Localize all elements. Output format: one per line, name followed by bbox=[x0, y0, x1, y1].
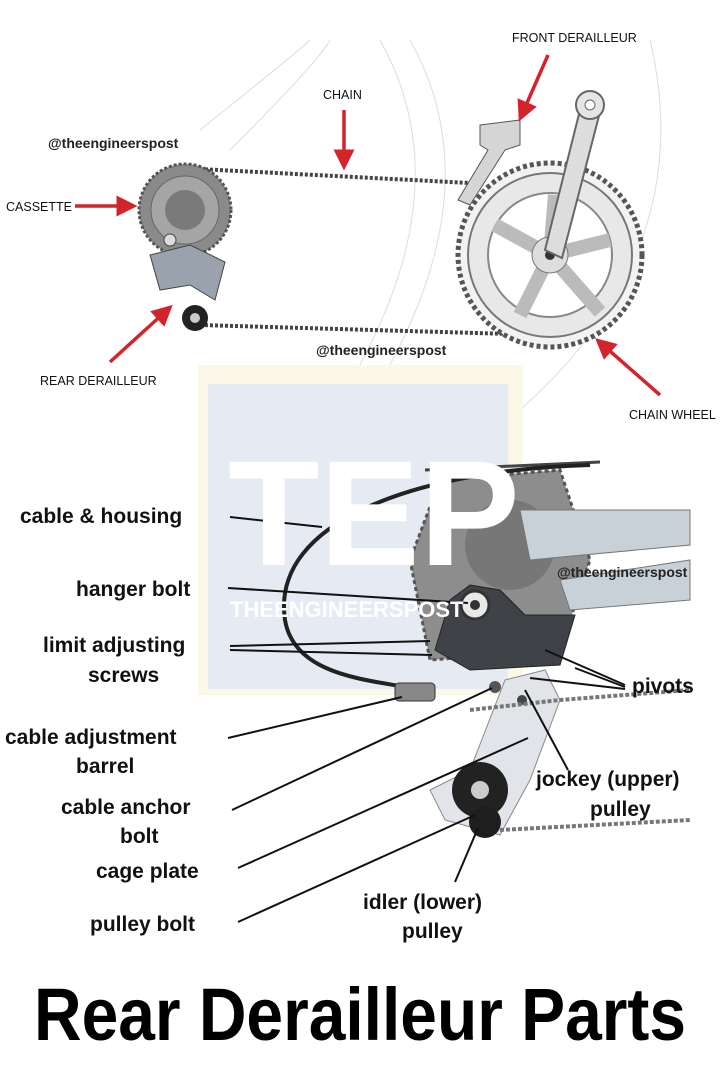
label-front-derailleur: FRONT DERAILLEUR bbox=[512, 31, 637, 45]
label-hanger-bolt: hanger bolt bbox=[76, 578, 190, 601]
bottom-labels: @theengineerspost cable & housing hanger… bbox=[5, 505, 694, 943]
rear-derailleur-arrow bbox=[108, 304, 173, 364]
label-jockey-pulley: jockey (upper) bbox=[535, 768, 680, 791]
chain-wheel-arrow bbox=[595, 338, 662, 397]
derailleur-closeup-illustration bbox=[281, 460, 691, 838]
wheel-arcs bbox=[199, 39, 662, 416]
label-cage-plate: cage plate bbox=[96, 860, 199, 883]
label-cassette: CASSETTE bbox=[6, 200, 72, 214]
label-limit-screws: screws bbox=[88, 664, 159, 687]
logo-watermark-big: TEP bbox=[228, 429, 520, 597]
label-idler-pulley: pulley bbox=[402, 920, 463, 943]
label-anchor-bolt: bolt bbox=[120, 825, 158, 848]
label-chain-wheel: CHAIN WHEEL bbox=[629, 408, 716, 422]
label-anchor-bolt: cable anchor bbox=[61, 796, 191, 819]
leader-lines bbox=[227, 516, 626, 923]
logo-watermark: TEP THEENGINEERSPOST bbox=[228, 429, 520, 622]
top-labels: FRONT DERAILLEUR CHAIN CASSETTE REAR DER… bbox=[6, 31, 716, 422]
label-cable-housing: cable & housing bbox=[20, 505, 182, 528]
label-adjustment-barrel: cable adjustment bbox=[5, 726, 177, 749]
page-title: Rear Derailleur Parts bbox=[34, 973, 686, 1056]
drivetrain-illustration bbox=[137, 90, 645, 350]
label-pivots: pivots bbox=[632, 675, 694, 698]
label-pulley-bolt: pulley bolt bbox=[90, 913, 195, 936]
rear-derailleur-illustration bbox=[149, 233, 226, 331]
watermark-handle: @theengineerspost bbox=[316, 342, 447, 358]
label-jockey-pulley: pulley bbox=[590, 798, 651, 821]
label-chain: CHAIN bbox=[323, 88, 362, 102]
chainring-illustration bbox=[455, 90, 645, 350]
logo-watermark-small: THEENGINEERSPOST bbox=[230, 597, 464, 622]
label-adjustment-barrel: barrel bbox=[76, 755, 134, 778]
label-idler-pulley: idler (lower) bbox=[363, 891, 482, 914]
top-arrows bbox=[75, 54, 662, 397]
watermark-handle: @theengineerspost bbox=[48, 135, 179, 151]
label-rear-derailleur: REAR DERAILLEUR bbox=[40, 374, 157, 388]
cassette-illustration bbox=[137, 162, 233, 258]
logo-watermark-panel bbox=[198, 365, 523, 695]
watermark-handle: @theengineerspost bbox=[557, 564, 688, 580]
label-limit-screws: limit adjusting bbox=[43, 634, 185, 657]
front-derailleur-arrow bbox=[517, 54, 550, 122]
front-derailleur-illustration bbox=[457, 119, 521, 206]
